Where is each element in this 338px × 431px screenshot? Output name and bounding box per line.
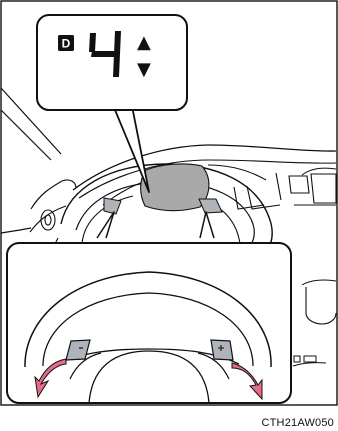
console-button-1 xyxy=(294,356,300,362)
gear-display-box xyxy=(37,15,187,110)
drive-mode-letter: D xyxy=(62,37,71,51)
paddle-shifter-inset xyxy=(7,243,291,403)
gear-4-left-vertical xyxy=(89,33,96,52)
console-button-2 xyxy=(304,356,316,362)
triangle-down-icon: ▼ xyxy=(137,59,151,80)
illustration-code: CTH21AW050 xyxy=(261,417,334,429)
triangle-up-icon: ▲ xyxy=(137,32,151,53)
instrument-cluster xyxy=(141,164,209,211)
right-paddle-shifter xyxy=(211,340,233,360)
